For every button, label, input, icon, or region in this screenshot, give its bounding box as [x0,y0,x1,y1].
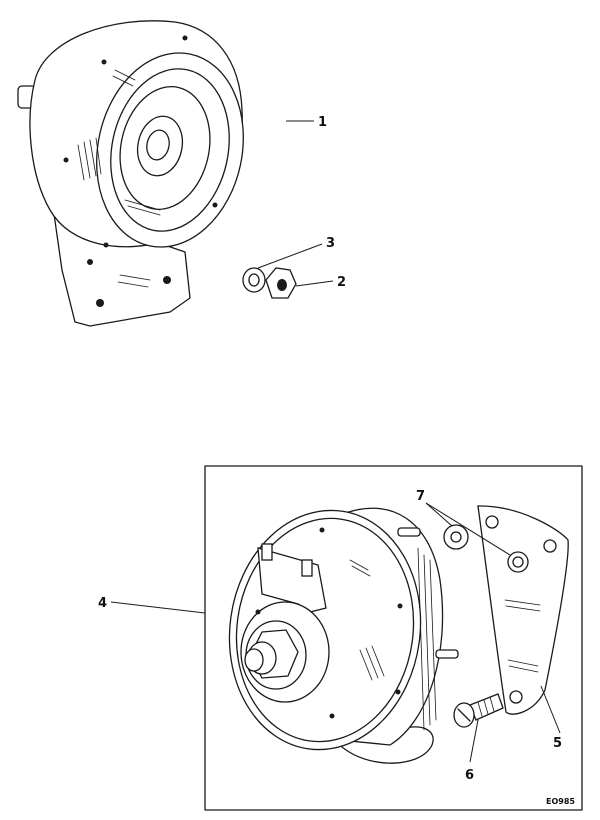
horn-assembly-bottom [228,507,459,764]
callout-label-1: 1 [318,115,327,130]
nut-part-2 [265,267,297,299]
callout-2: 2 [295,275,346,290]
callout-label-6: 6 [465,768,474,783]
callout-4: 4 [98,596,206,614]
callout-6: 6 [465,719,479,783]
bracket-part-5 [477,505,569,715]
callout-label-3: 3 [326,236,335,251]
washer-part-7 [443,524,469,550]
callout-label-5: 5 [553,736,562,751]
callout-7: 7 [416,489,511,556]
part-4-frame [204,465,583,811]
callout-label-4: 4 [98,596,107,611]
drawing-code: EO985 [546,797,575,806]
callout-5: 5 [540,685,562,751]
spring-washer-part-3 [242,267,266,293]
callout-1: 1 [286,115,327,130]
screw-part-6 [453,693,504,728]
callout-3: 3 [257,236,335,269]
callout-label-7: 7 [416,489,425,504]
horn-assembly-top [17,20,244,327]
callout-label-2: 2 [337,275,346,290]
